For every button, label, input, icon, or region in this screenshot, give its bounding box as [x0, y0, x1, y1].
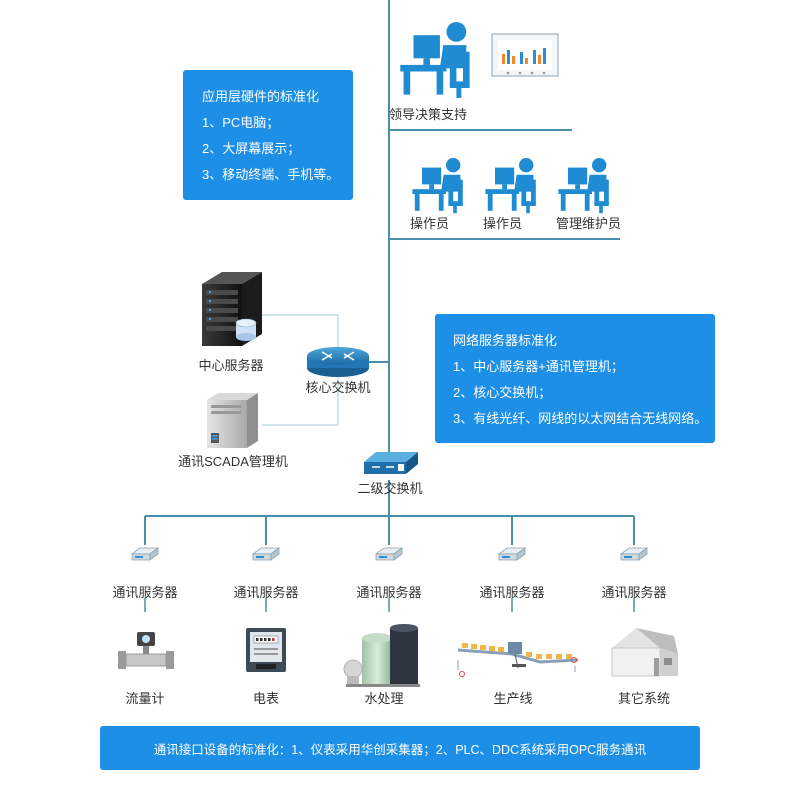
water-treatment-icon	[343, 624, 420, 687]
scada-label: 通讯SCADA管理机	[178, 454, 288, 469]
flow-meter-icon	[118, 632, 174, 669]
device-water-treatment-label: 水处理	[364, 691, 404, 706]
comm-server-2-icon	[252, 547, 280, 561]
comm-server-2-label: 通讯服务器	[233, 585, 299, 600]
operator-1-person-icon	[412, 158, 463, 214]
connection-lines	[144, 0, 635, 545]
device-flow-meter-label: 流量计	[125, 691, 165, 706]
app-layer-item-1: 1、PC电脑；	[202, 115, 280, 130]
other-system-house-icon	[611, 628, 678, 677]
server-links	[262, 314, 339, 426]
network-item-2: 2、核心交换机；	[453, 385, 552, 400]
app-layer-item-3: 3、移动终端、手机等。	[202, 167, 340, 182]
center-server-label: 中心服务器	[198, 358, 264, 373]
device-production-line-label: 生产线	[493, 691, 533, 706]
comm-server-4-icon	[498, 547, 526, 561]
network-title: 网络服务器标准化	[453, 333, 558, 348]
secondary-switch-label: 二级交换机	[357, 481, 423, 496]
core-switch-icon	[307, 347, 369, 377]
secondary-switch-icon	[364, 452, 418, 474]
interface-standard-box: 通讯接口设备的标准化：1、仪表采用华创采集器；2、PLC、DDC系统采用OPC服…	[100, 726, 700, 770]
big-screen-icon	[491, 33, 559, 77]
app-layer-standard-box: 应用层硬件的标准化 1、PC电脑； 2、大屏幕展示； 3、移动终端、手机等。	[183, 70, 353, 200]
leader-person-icon	[400, 22, 470, 98]
production-line-icon	[457, 642, 579, 677]
maintainer-label: 管理维护员	[556, 216, 622, 231]
comm-server-5-label: 通讯服务器	[601, 585, 667, 600]
comm-server-1-label: 通讯服务器	[112, 585, 178, 600]
operator-1-label: 操作员	[410, 216, 450, 231]
app-layer-item-2: 2、大屏幕展示；	[202, 141, 301, 156]
comm-server-3-icon	[375, 547, 403, 561]
maintainer-person-icon	[558, 158, 609, 214]
device-other-system-label: 其它系统	[617, 691, 670, 706]
app-layer-title: 应用层硬件的标准化	[202, 89, 320, 104]
interface-standard-text: 通讯接口设备的标准化：1、仪表采用华创采集器；2、PLC、DDC系统采用OPC服…	[153, 742, 647, 757]
leader-label: 领导决策支持	[389, 107, 468, 122]
device-electric-meter-label: 电表	[252, 691, 279, 706]
network-standard-box: 网络服务器标准化 1、中心服务器+通讯管理机； 2、核心交换机； 3、有线光纤、…	[435, 314, 715, 443]
operator-2-label: 操作员	[483, 216, 523, 231]
comm-server-5-icon	[620, 547, 648, 561]
core-switch-label: 核心交换机	[305, 380, 371, 395]
comm-server-4-label: 通讯服务器	[479, 585, 545, 600]
device-links	[144, 598, 635, 612]
comm-server-1-icon	[131, 547, 159, 561]
comm-server-3-label: 通讯服务器	[356, 585, 422, 600]
electric-meter-icon	[246, 628, 286, 672]
network-item-3: 3、有线光纤、网线的以太网结合无线网络。	[453, 411, 708, 426]
operator-2-person-icon	[485, 158, 536, 214]
network-item-1: 1、中心服务器+通讯管理机；	[453, 359, 624, 374]
scada-server-icon	[207, 393, 258, 448]
center-server-icon	[202, 272, 262, 346]
